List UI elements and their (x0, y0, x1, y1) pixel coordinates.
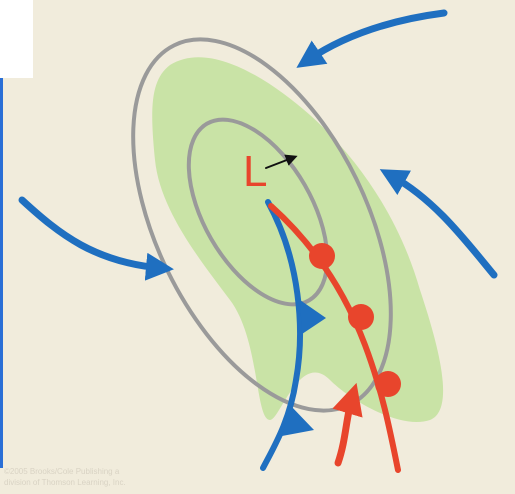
precipitation-region (152, 57, 444, 422)
wind-arrow-east (379, 169, 498, 279)
warm-air-arrow (332, 382, 363, 467)
warm-front-bump (375, 371, 401, 397)
warm-front-bump (348, 304, 374, 330)
wind-arrow-northeast (296, 9, 448, 68)
cold-front-line (260, 199, 303, 471)
left-edge-bar (0, 78, 3, 468)
corner-blank (0, 0, 33, 78)
warm-front (268, 203, 401, 473)
warm-front-bump (309, 243, 335, 269)
cold-front-triangle (282, 405, 314, 436)
low-pressure-label: L (243, 147, 268, 196)
cold-front-triangle (300, 300, 326, 334)
copyright-line-1: ©2005 Brooks/Cole Publishing a (4, 467, 120, 476)
inner-isobar (186, 117, 330, 307)
copyright-notice: ©2005 Brooks/Cole Publishing a division … (4, 466, 126, 488)
wind-arrow-west (18, 196, 174, 281)
warm-front-line (268, 203, 401, 473)
copyright-line-2: division of Thomson Learning, Inc. (4, 478, 126, 487)
cold-front (260, 199, 326, 471)
storm-motion-arrow (265, 154, 298, 169)
